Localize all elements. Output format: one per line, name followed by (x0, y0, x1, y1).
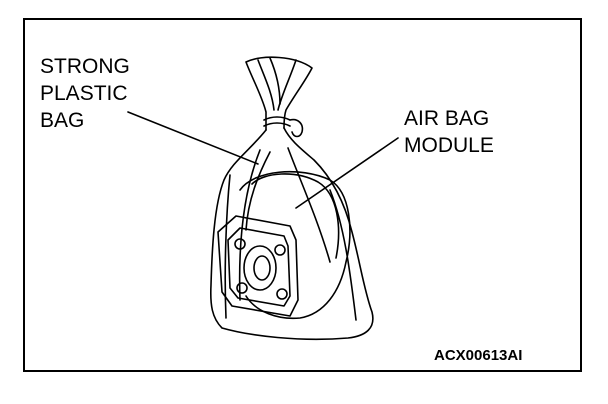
label-strong-plastic-bag: STRONG PLASTIC BAG (40, 53, 130, 134)
label-line: PLASTIC (40, 82, 128, 105)
bag-fold (224, 174, 231, 319)
figure-frame (23, 18, 582, 372)
bag-fold (245, 151, 271, 231)
inflator-inner (253, 255, 271, 281)
bag-fold (329, 189, 357, 321)
label-line: MODULE (404, 134, 494, 157)
bag-neck-fold (277, 59, 297, 111)
bracket-hole (234, 238, 246, 250)
bag-fold (287, 147, 331, 263)
bag-neck-fold (269, 57, 281, 105)
label-line: STRONG (40, 55, 130, 78)
figure-code: ACX00613AI (434, 347, 523, 364)
inflator (243, 245, 277, 291)
leader-line-plastic-bag (127, 111, 259, 165)
bag-neck-fold (257, 59, 275, 111)
label-line: BAG (40, 109, 85, 132)
module-bracket-inner (227, 227, 291, 307)
air-bag-module (239, 170, 351, 320)
module-bracket (217, 215, 299, 317)
bag-neck (245, 56, 313, 131)
bracket-hole (276, 288, 288, 300)
leader-line-air-bag-module (295, 137, 399, 209)
bracket-hole (274, 244, 286, 256)
bracket-hole (236, 282, 248, 294)
module-cover-edge (251, 173, 340, 259)
label-air-bag-module: AIR BAG MODULE (404, 105, 494, 159)
plastic-bag (209, 127, 374, 341)
bag-tie (263, 116, 304, 138)
label-line: AIR BAG (404, 107, 490, 130)
